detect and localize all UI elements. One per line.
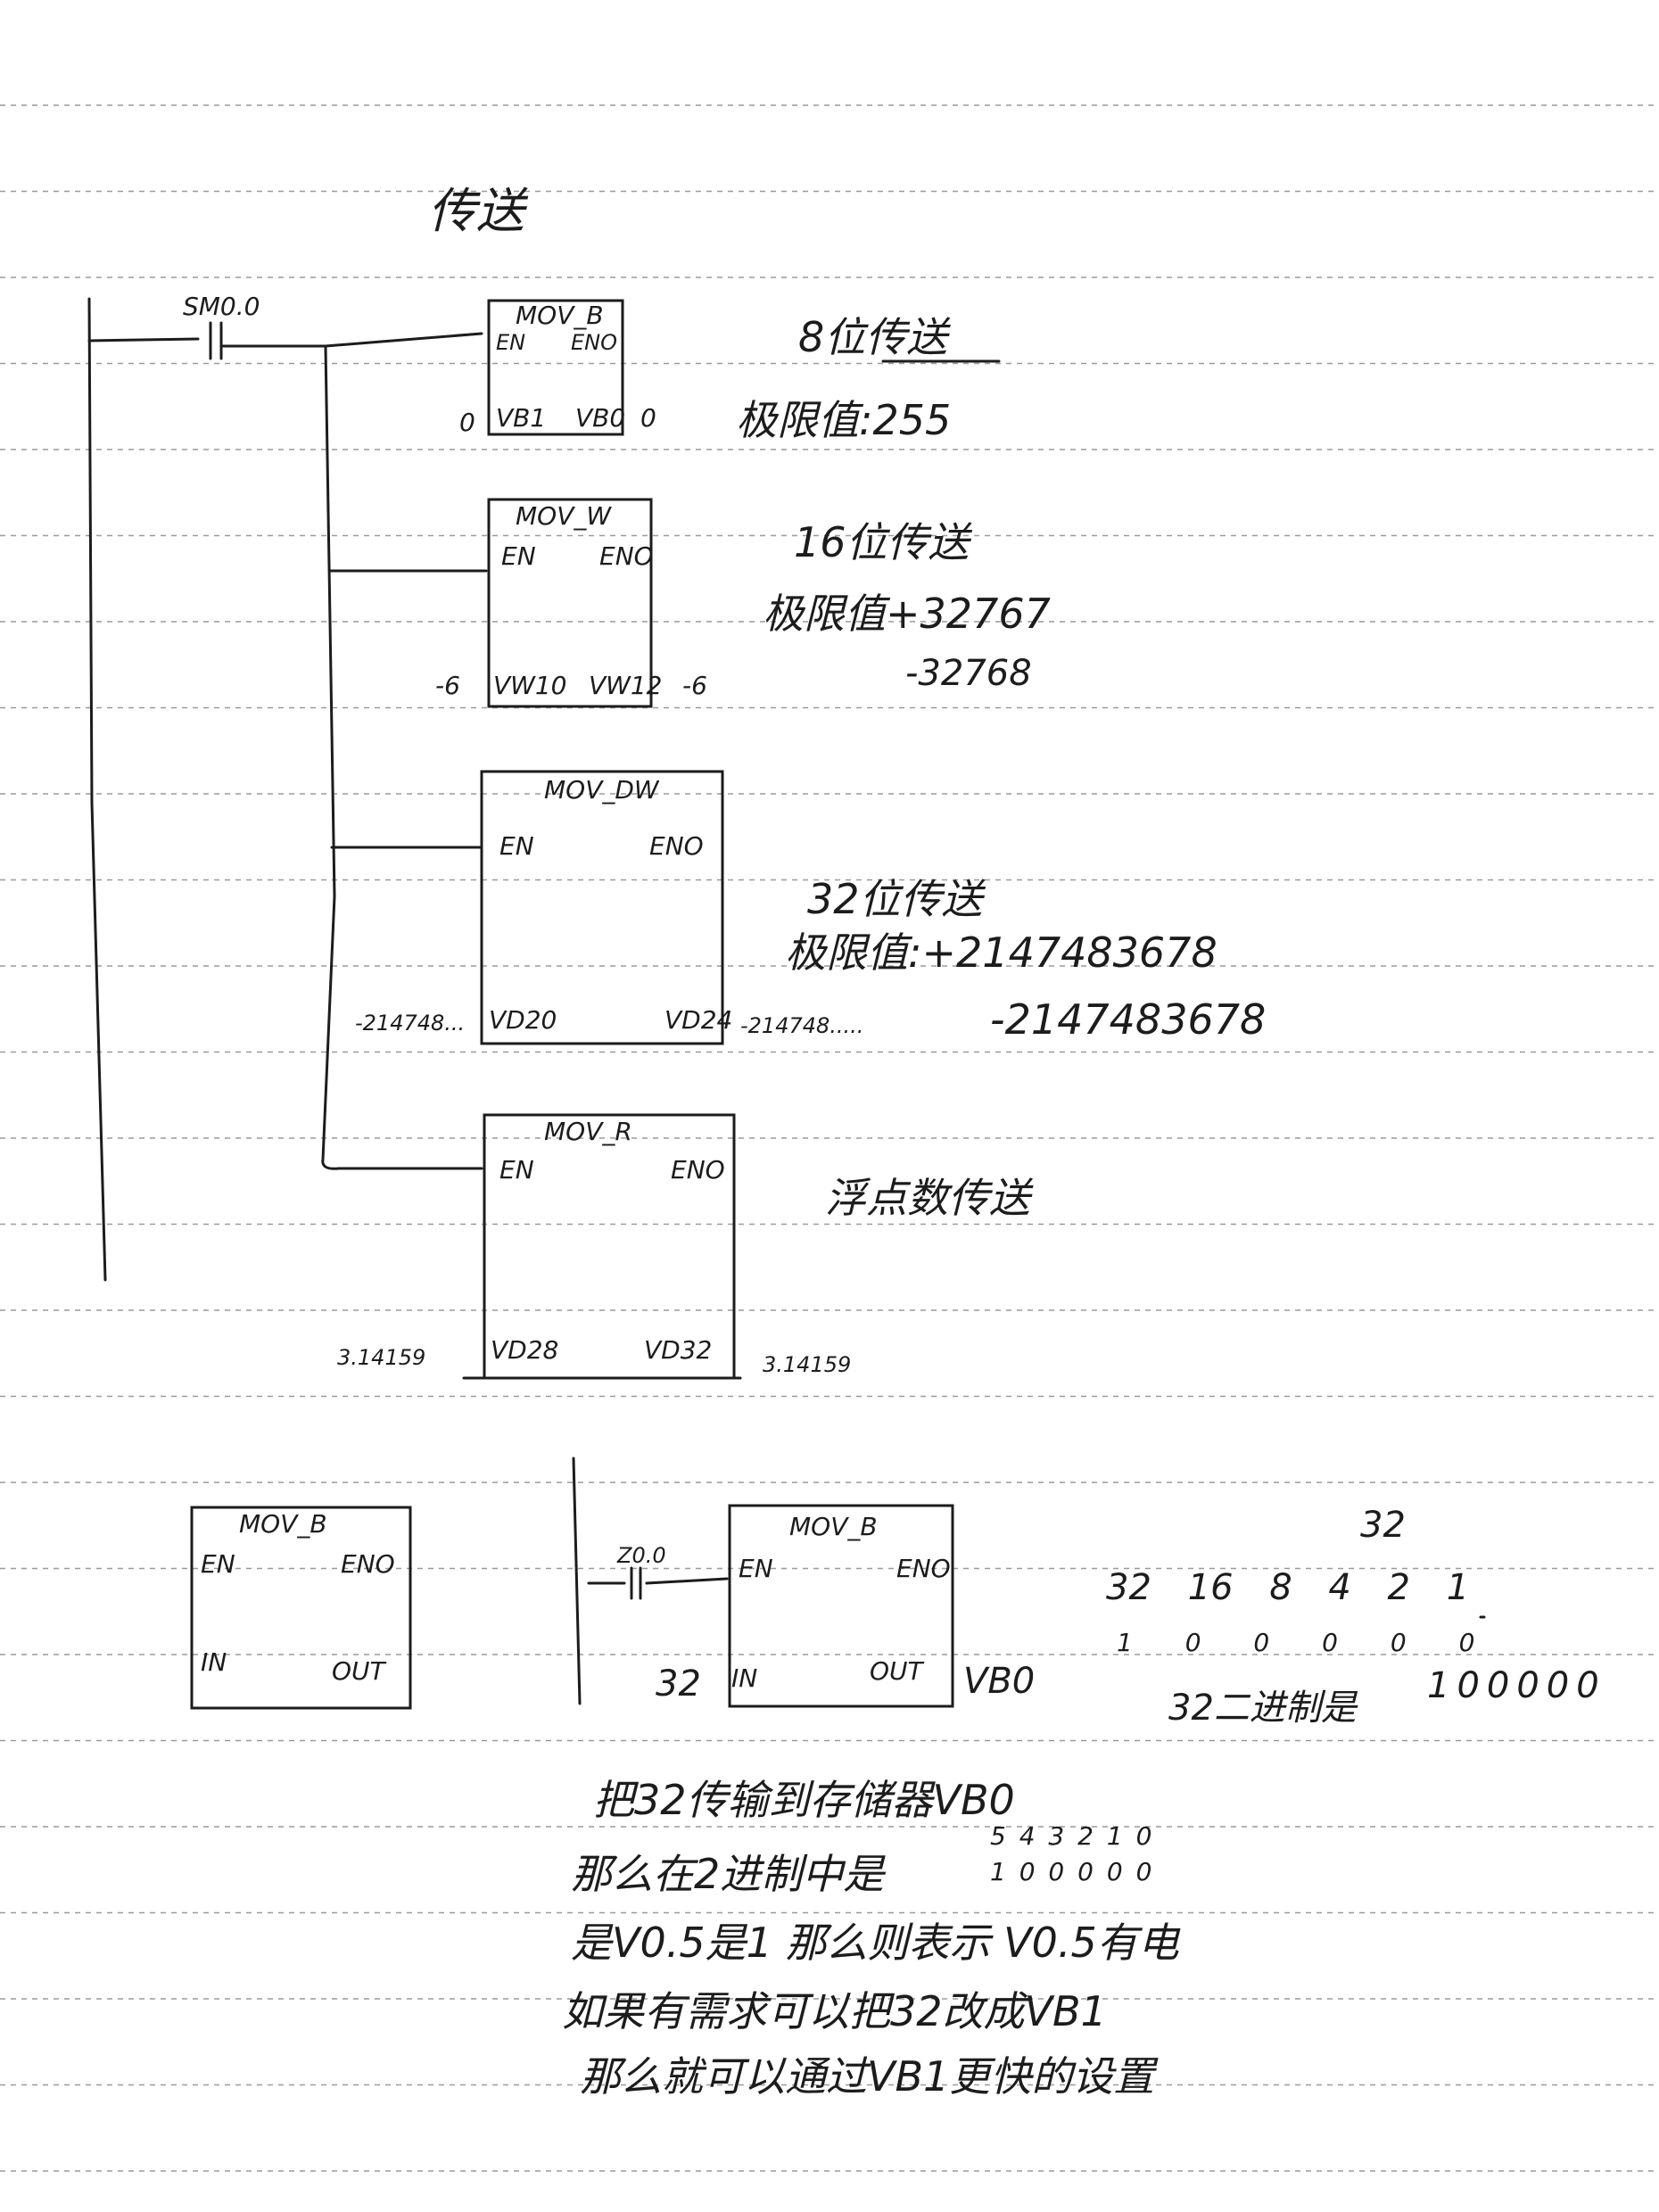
mov-w-en-pin: EN	[501, 541, 536, 571]
generic-in-pin: IN	[201, 1647, 227, 1677]
binary-top-number: 32	[1360, 1505, 1406, 1546]
mov-b-in-value: 0	[459, 408, 475, 437]
mov-r-out-value: 3.14159	[763, 1352, 852, 1377]
note-line-1: 把32传输到存储器VB0	[593, 1776, 1015, 1824]
note-bit-index: 5 4 3 2 1 0	[990, 1821, 1152, 1851]
power-rail-left	[87, 297, 107, 1282]
generic-block-title: MOV_B	[239, 1509, 327, 1539]
generic-eno-pin: ENO	[341, 1549, 395, 1579]
mov-w-out-value: -6	[682, 671, 707, 700]
contact-label-z00: Z0.0	[617, 1543, 666, 1568]
mov-b-out-operand: VB0	[575, 403, 626, 433]
mov-dw-in-operand: VD20	[489, 1005, 557, 1035]
mov-b-2-in-pin: IN	[731, 1663, 758, 1693]
mov-dw-block-title: MOV_DW	[544, 775, 659, 805]
mov-b-out-value: 0	[640, 403, 656, 433]
mov-dw-eno-pin: ENO	[649, 831, 704, 861]
mov-dw-out-value: -214748.....	[740, 1013, 864, 1038]
note-16bit-limit: 极限值+32767	[763, 590, 1051, 638]
generic-mov-b-block-box	[190, 1506, 412, 1710]
mov-w-out-operand: VW12	[589, 671, 663, 700]
mov-w-block-box	[487, 498, 653, 708]
mov-b-2-out-value: VB0	[963, 1661, 1036, 1702]
branch-rail	[321, 344, 483, 1170]
generic-out-pin: OUT	[332, 1656, 385, 1686]
rung-wire-to-block1	[221, 332, 483, 348]
mov-r-block-title: MOV_R	[544, 1117, 632, 1146]
mov-b-in-operand: VB1	[496, 403, 547, 433]
binary-weights: 32 16 8 4 2 1	[1106, 1567, 1470, 1608]
mov-b-2-title: MOV_B	[789, 1512, 878, 1541]
note-8bit-limit: 极限值:255	[736, 396, 952, 444]
note-32bit-limit: 极限值:+2147483678	[785, 929, 1217, 977]
mov-b-block-box	[487, 299, 624, 436]
mov-r-in-value: 3.14159	[337, 1345, 426, 1370]
mov-b-en-pin: EN	[496, 330, 526, 355]
contact-sm00-icon	[209, 321, 223, 360]
contact-label-sm00: SM0.0	[183, 292, 260, 321]
mov-dw-block-box	[480, 770, 724, 1045]
note-bit-value: 1 0 0 0 0 0	[990, 1857, 1152, 1886]
rung-wire-contact	[87, 337, 200, 343]
note-32bit-title: 32位传送	[807, 875, 983, 923]
mov-dw-en-pin: EN	[499, 831, 534, 861]
mov-b-2-in-value: 32	[656, 1663, 701, 1704]
binary-label: 32二进制是	[1168, 1688, 1357, 1729]
generic-en-pin: EN	[201, 1549, 235, 1579]
mov-r-out-operand: VD32	[644, 1335, 713, 1365]
note-line-5: 那么就可以通过VB1更快的设置	[580, 2052, 1155, 2101]
mov-b-2-out-pin: OUT	[870, 1656, 923, 1686]
mov-dw-in-value: -214748...	[355, 1011, 466, 1036]
page-title: 传送	[428, 183, 524, 239]
power-rail-left-2	[572, 1457, 582, 1705]
note-line-3: 是V0.5是1 那么则表示 V0.5有电	[571, 1919, 1179, 1967]
mov-dw-out-operand: VD24	[664, 1005, 733, 1035]
note-line-4: 如果有需求可以把32改成VB1	[562, 1987, 1107, 2035]
binary-bits: 1 0 0 0 0 0	[1117, 1628, 1475, 1657]
rung-wire-2b	[645, 1577, 729, 1585]
mov-b-eno-pin: ENO	[571, 330, 618, 355]
mov-w-in-operand: VW10	[493, 671, 567, 700]
ruled-lines	[0, 104, 1659, 2172]
mov-b-2-eno-pin: ENO	[896, 1554, 951, 1583]
note-8bit-title: 8位传送	[798, 313, 948, 361]
mov-b-block-title: MOV_B	[516, 301, 604, 330]
note-16bit-limit-negative: -32768	[905, 653, 1032, 694]
contact-z00-icon	[630, 1566, 642, 1600]
mov-w-in-value: -6	[435, 671, 460, 700]
mov-b-2-en-pin: EN	[739, 1554, 773, 1583]
mov-w-eno-pin: ENO	[599, 541, 654, 571]
mov-r-eno-pin: ENO	[671, 1155, 725, 1184]
note-float-title: 浮点数传送	[825, 1174, 1030, 1222]
mov-w-block-title: MOV_W	[516, 501, 612, 531]
ladder-diagram-1	[87, 297, 1001, 1380]
mov-r-en-pin: EN	[499, 1155, 534, 1184]
ladder-diagram-2	[190, 1457, 1486, 1710]
binary-result: 100000	[1427, 1665, 1606, 1706]
note-32bit-limit-negative: -2147483678	[990, 995, 1267, 1044]
note-16bit-title: 16位传送	[794, 518, 970, 566]
mov-b-block-2-box	[728, 1504, 954, 1708]
note-line-2: 那么在2进制中是	[571, 1850, 885, 1898]
mov-r-in-operand: VD28	[491, 1335, 559, 1365]
